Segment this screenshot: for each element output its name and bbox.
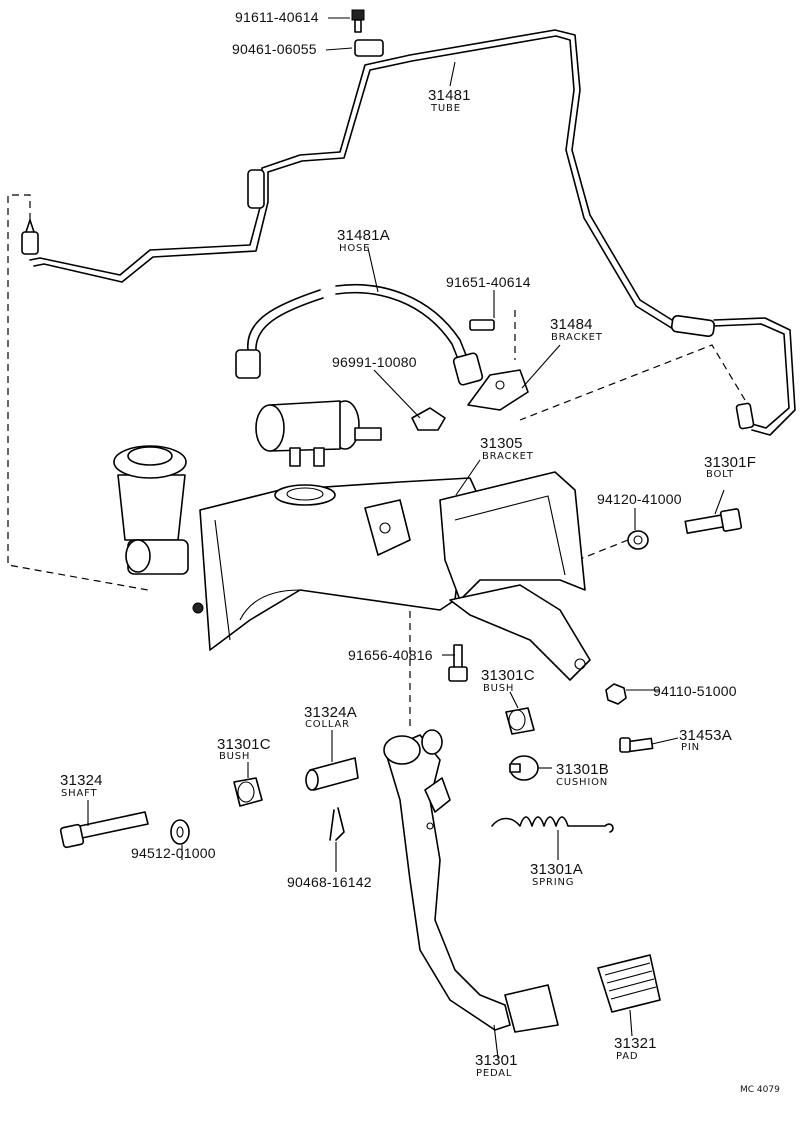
shaft-31324 <box>59 811 149 849</box>
spring-31301a <box>491 816 614 833</box>
label-91656-40816: 91656-40816 <box>348 647 433 663</box>
label-90468-16142: 90468-16142 <box>287 874 372 890</box>
label-31301c-right: 31301C <box>481 667 535 684</box>
pin-31453a <box>619 737 654 753</box>
label-pad: PAD <box>616 1051 639 1062</box>
label-tube: TUBE <box>431 103 461 114</box>
bolt-31301f <box>684 508 743 535</box>
label-31305: 31305 <box>480 435 523 452</box>
label-31301b: 31301B <box>556 761 609 778</box>
label-hose: HOSE <box>339 243 371 254</box>
valve-unit <box>255 400 382 467</box>
label-94110-51000: 94110-51000 <box>653 683 737 699</box>
collar-31324a <box>305 757 359 791</box>
label-pedal: PEDAL <box>476 1068 513 1079</box>
label-collar: COLLAR <box>305 719 350 730</box>
label-90461-06055: 90461-06055 <box>232 41 317 57</box>
clip-90468 <box>329 807 345 841</box>
leader-lines <box>87 17 725 1059</box>
label-spring: SPRING <box>532 877 575 888</box>
label-31321: 31321 <box>614 1035 657 1052</box>
label-31324a: 31324A <box>304 704 357 721</box>
master-cylinder <box>113 445 189 575</box>
bracket-31305 <box>192 471 591 681</box>
label-31301: 31301 <box>475 1052 518 1069</box>
bracket-31484 <box>467 319 529 411</box>
label-31301a: 31301A <box>530 861 583 878</box>
label-31481a: 31481A <box>337 227 390 244</box>
nut-94120 <box>627 530 649 550</box>
pedal-31301 <box>383 729 559 1033</box>
label-31301c-left: 31301C <box>217 736 271 753</box>
label-96991-10080: 96991-10080 <box>332 354 417 370</box>
label-31324: 31324 <box>60 772 103 789</box>
label-91611-40614: 91611-40614 <box>235 9 319 25</box>
bolt-91611 <box>351 9 365 33</box>
clip-96991 <box>411 407 446 431</box>
label-31481: 31481 <box>428 87 471 104</box>
tube-31481 <box>21 29 796 436</box>
label-bracket-31484: BRACKET <box>551 332 603 343</box>
label-cushion: CUSHION <box>556 777 609 788</box>
label-shaft: SHAFT <box>61 788 98 799</box>
label-bush-right: BUSH <box>483 683 515 694</box>
label-bolt: BOLT <box>706 469 735 480</box>
label-31484: 31484 <box>550 316 593 333</box>
label-94120-41000: 94120-41000 <box>597 491 682 507</box>
hose-31481a <box>235 283 484 386</box>
pad-31321 <box>597 954 661 1013</box>
nut-94110 <box>605 683 627 705</box>
cushion-31301b <box>509 755 539 781</box>
label-91651-40614: 91651-40614 <box>446 274 531 290</box>
bush-31301c-left <box>233 777 263 807</box>
diagram-code: MC 4079 <box>740 1085 780 1095</box>
bush-31301c-right <box>505 707 535 735</box>
label-31453a: 31453A <box>679 727 732 744</box>
label-bush-left: BUSH <box>219 751 251 762</box>
label-31301f: 31301F <box>704 454 757 471</box>
label-bracket-31305: BRACKET <box>482 451 534 462</box>
bolt-91656 <box>448 644 468 682</box>
label-pin: PIN <box>681 742 700 753</box>
washer-94512 <box>170 819 190 845</box>
label-94512-01000: 94512-01000 <box>131 845 216 861</box>
